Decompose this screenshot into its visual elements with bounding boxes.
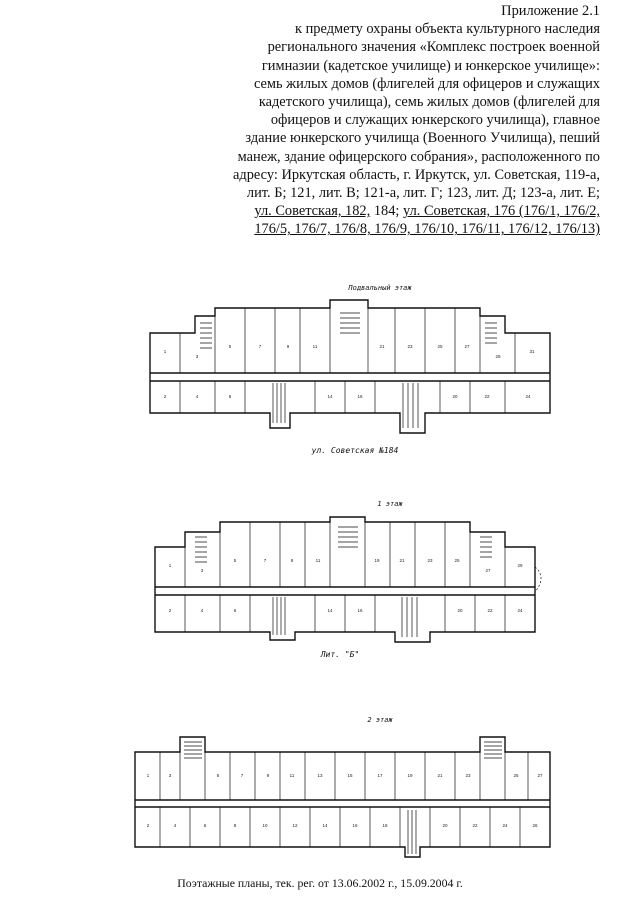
svg-text:16: 16 <box>352 823 358 828</box>
svg-text:22: 22 <box>472 823 478 828</box>
svg-text:31: 31 <box>529 349 535 354</box>
svg-text:27: 27 <box>537 773 543 778</box>
figure-caption: Поэтажные планы, тек. рег. от 13.06.2002… <box>177 876 463 890</box>
svg-text:21: 21 <box>399 558 405 563</box>
header-line: офицеров и служащих юнкерского училища),… <box>270 112 600 129</box>
svg-text:13: 13 <box>317 773 323 778</box>
svg-text:7: 7 <box>259 344 262 349</box>
svg-text:27: 27 <box>464 344 470 349</box>
appendix-header: Приложение 2.1 к предмету охраны объекта… <box>200 2 600 239</box>
svg-text:26: 26 <box>532 823 538 828</box>
svg-text:4: 4 <box>174 823 177 828</box>
header-line: ул. Советская, 182, 184; ул. Советская, … <box>200 202 600 220</box>
svg-text:2: 2 <box>169 608 172 613</box>
header-line: 176/5, 176/7, 176/8, 176/9, 176/10, 176/… <box>254 221 600 238</box>
header-line: Приложение 2.1 <box>501 3 600 19</box>
svg-text:20: 20 <box>457 608 463 613</box>
svg-text:15: 15 <box>347 773 353 778</box>
svg-text:16: 16 <box>357 608 363 613</box>
svg-text:17: 17 <box>377 773 383 778</box>
svg-text:19: 19 <box>374 558 380 563</box>
svg-text:3: 3 <box>196 354 199 359</box>
svg-text:23: 23 <box>407 344 413 349</box>
svg-text:21: 21 <box>379 344 385 349</box>
header-line: регионального значения «Комплекс построе… <box>267 39 600 56</box>
svg-text:7: 7 <box>264 558 267 563</box>
svg-text:23: 23 <box>465 773 471 778</box>
svg-text:19: 19 <box>407 773 413 778</box>
svg-text:3: 3 <box>201 568 204 573</box>
header-line: к предмету охраны объекта культурного на… <box>295 21 600 38</box>
svg-text:29: 29 <box>517 563 523 568</box>
svg-text:6: 6 <box>229 394 232 399</box>
header-line: гимназии (кадетское училище) и юнкерское… <box>261 57 600 74</box>
svg-text:2: 2 <box>164 394 167 399</box>
svg-text:27: 27 <box>485 568 491 573</box>
svg-text:9: 9 <box>287 344 290 349</box>
svg-text:11: 11 <box>316 558 321 563</box>
address-underlined: ул. Советская, 176 (176/1, 176/2, <box>403 203 600 220</box>
svg-text:6: 6 <box>234 608 237 613</box>
svg-text:14: 14 <box>327 394 333 399</box>
header-line: кадетского училища), семь жилых домов (ф… <box>258 94 600 111</box>
svg-text:11: 11 <box>313 344 318 349</box>
svg-text:20: 20 <box>452 394 458 399</box>
header-line: здание юнкерского училища (Военного Учил… <box>245 130 600 147</box>
svg-text:21: 21 <box>437 773 443 778</box>
header-line: семь жилых домов (флигелей для офицеров … <box>253 75 600 92</box>
svg-text:24: 24 <box>525 394 531 399</box>
svg-text:10: 10 <box>262 823 268 828</box>
svg-text:25: 25 <box>437 344 443 349</box>
svg-text:14: 14 <box>327 608 333 613</box>
svg-text:9: 9 <box>291 558 294 563</box>
svg-text:5: 5 <box>229 344 232 349</box>
svg-text:4: 4 <box>201 608 204 613</box>
address-underlined: ул. Советская, 182, <box>254 203 371 220</box>
svg-text:5: 5 <box>217 773 220 778</box>
address-plain: 184; <box>370 203 403 220</box>
svg-text:24: 24 <box>517 608 523 613</box>
svg-text:23: 23 <box>427 558 433 563</box>
svg-text:18: 18 <box>382 823 388 828</box>
svg-text:24: 24 <box>502 823 508 828</box>
svg-text:12: 12 <box>292 823 298 828</box>
svg-text:22: 22 <box>487 608 493 613</box>
svg-text:25: 25 <box>513 773 519 778</box>
second-floor-label: 2 этаж <box>367 716 393 724</box>
street-label: ул. Советская №184 <box>311 446 399 455</box>
svg-text:20: 20 <box>442 823 448 828</box>
svg-text:25: 25 <box>454 558 460 563</box>
svg-text:22: 22 <box>484 394 490 399</box>
svg-text:8: 8 <box>234 823 237 828</box>
basement-floor-plan: Подвальный этаж 1 3 5 7 9 11 21 23 25 27 29 31 2… <box>149 284 551 455</box>
basement-floor-label: Подвальный этаж <box>347 284 412 292</box>
svg-text:9: 9 <box>267 773 270 778</box>
svg-text:3: 3 <box>169 773 172 778</box>
header-line: манеж, здание офицерского собрания», рас… <box>237 148 600 165</box>
svg-text:6: 6 <box>204 823 207 828</box>
svg-text:1: 1 <box>169 563 172 568</box>
first-floor-label: 1 этаж <box>377 500 403 508</box>
svg-text:16: 16 <box>357 394 363 399</box>
svg-text:2: 2 <box>147 823 150 828</box>
svg-text:4: 4 <box>196 394 199 399</box>
svg-text:5: 5 <box>234 558 237 563</box>
header-line: лит. Б; 121, лит. В; 121-а, лит. Г; 123,… <box>246 185 600 202</box>
svg-text:1: 1 <box>164 349 167 354</box>
svg-text:1: 1 <box>147 773 150 778</box>
header-line: адресу: Иркутская область, г. Иркутск, у… <box>233 166 600 183</box>
svg-text:7: 7 <box>241 773 244 778</box>
svg-text:11: 11 <box>290 773 295 778</box>
building-letter-label: Лит. "Б" <box>320 650 360 659</box>
svg-text:29: 29 <box>495 354 501 359</box>
svg-text:14: 14 <box>322 823 328 828</box>
